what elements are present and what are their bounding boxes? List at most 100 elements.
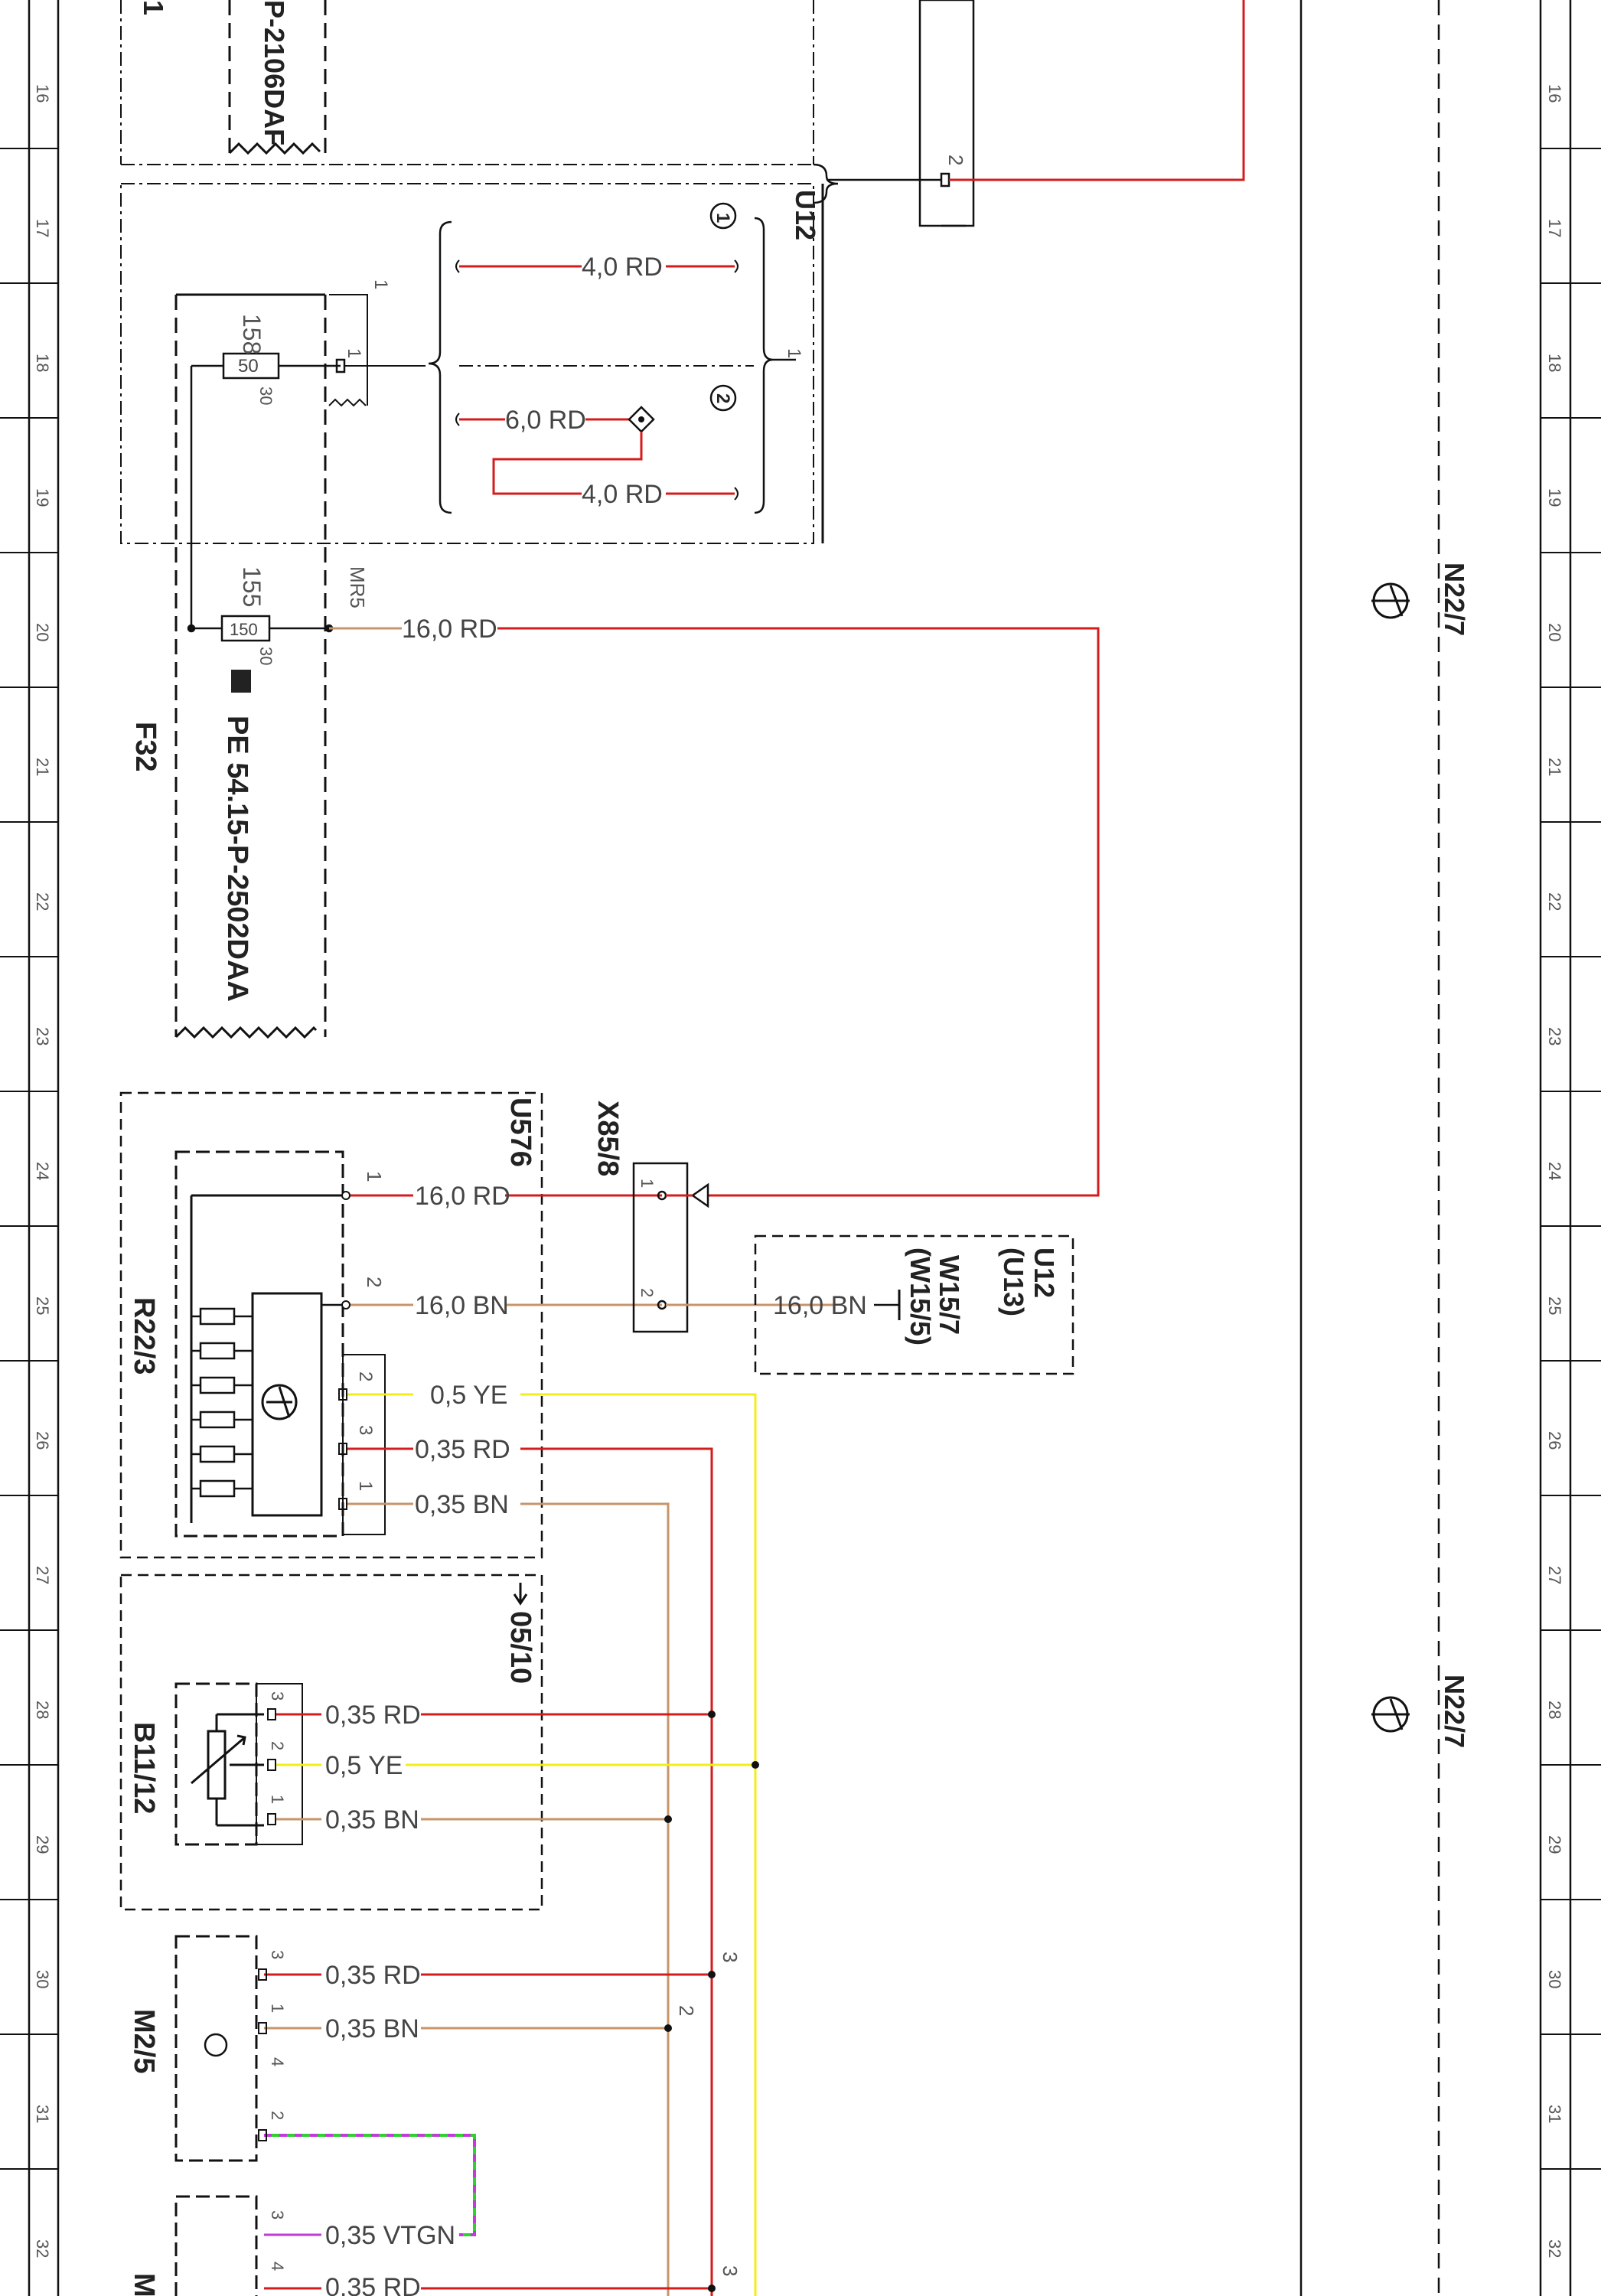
u12-brace (813, 163, 839, 204)
grid-row-label-right: 24 (1545, 1162, 1564, 1180)
b11-12-inner-box (174, 1682, 303, 1846)
u12-pin-1: 1 (784, 348, 804, 358)
u12-right-brace (754, 217, 774, 514)
top-right-connector (827, 0, 975, 227)
bottom-m-label: M (128, 2273, 160, 2296)
grid-row-label-left: 26 (33, 1431, 52, 1450)
grid-row-label-left: 16 (33, 84, 52, 103)
n22-7-symbol-top (1371, 582, 1410, 619)
hand-icon (231, 670, 251, 693)
fuse-strip-top (174, 293, 327, 1039)
main-16-0-label: 16,0 RD (402, 615, 497, 644)
grid-row-label-right: 17 (1545, 219, 1564, 237)
wire-4-0-bottom-label: 4,0 RD (582, 480, 663, 509)
top-ref-label: P-2106DAF (259, 0, 290, 145)
frame (28, 0, 1572, 2296)
grid-row-label-right: 20 (1545, 623, 1564, 641)
grid-row-label-right: 27 (1545, 1566, 1564, 1584)
svg-text:2: 2 (712, 393, 733, 403)
main-16-0-wire (329, 627, 1100, 1197)
resistor (199, 1307, 236, 1326)
grid-row-label-right: 30 (1545, 1970, 1564, 1988)
bus-2: 2 (675, 2005, 698, 2016)
u576-pin-1: 1 (363, 1171, 386, 1182)
b11-pin-2: 2 (268, 1741, 287, 1750)
x85-8-pin-2: 2 (637, 1288, 657, 1297)
circle-2: 2 (709, 384, 737, 412)
n22-7-label-top: N22/7 (1439, 563, 1470, 636)
x85-8-connector (632, 1162, 709, 1333)
u12-left-brace (428, 220, 452, 514)
m-pin-3: 3 (268, 2210, 287, 2219)
m25-pin-4: 4 (268, 2057, 287, 2066)
wire-4-0-top (455, 259, 739, 273)
fuse-50 (190, 352, 346, 631)
b11-rd-label: 0,35 RD (325, 1701, 421, 1730)
grid-row-label-right: 18 (1545, 354, 1564, 372)
wire-4-0-top-label: 4,0 RD (582, 253, 663, 282)
bus-3a: 3 (719, 1952, 742, 1962)
grid-row-label-right: 32 (1545, 2239, 1564, 2258)
vtgn-label: 0,35 VTGN (325, 2221, 455, 2250)
w15-wire-label: 16,0 BN (773, 1291, 867, 1320)
b11-bn-label: 0,35 BN (325, 1805, 419, 1835)
b11-12-wires (276, 1711, 759, 1823)
top-pin-2: 2 (944, 155, 967, 165)
grid-row-label-left: 29 (33, 1835, 52, 1854)
bus-3b: 3 (719, 2265, 742, 2276)
grid-row-label-left: 19 (33, 488, 52, 507)
m25-pin-3: 3 (268, 1950, 287, 1959)
x85-8-label: X85/8 (592, 1101, 624, 1176)
grid-row-label-right: 29 (1545, 1835, 1564, 1854)
svg-text:1: 1 (712, 213, 733, 223)
u576-label: U576 (504, 1097, 536, 1167)
x85-8-pin-1: 1 (637, 1179, 657, 1188)
grid-row-label-left: 22 (33, 892, 52, 911)
circle-1: 1 (709, 202, 737, 230)
m25-pin-2: 2 (268, 2111, 287, 2120)
resistor (199, 1445, 236, 1463)
top-right-red-wire (949, 0, 1245, 181)
n22-7-symbol-bottom (1371, 1696, 1410, 1733)
resistor (199, 1376, 236, 1394)
top-pin-1: 1 (370, 279, 391, 289)
u576-pin-marks (338, 1388, 347, 1510)
grid-row-label-left: 27 (33, 1566, 52, 1584)
u576-box (119, 1091, 543, 1559)
ref-05-10-label: 05/10 (504, 1611, 536, 1684)
grid-row-label-left: 18 (33, 354, 52, 372)
b11-12-outer-box (119, 1574, 543, 1911)
f32-label: F32 (129, 722, 161, 771)
m25-pin-1: 1 (268, 2004, 287, 2013)
n22-7-label-bottom: N22/7 (1439, 1675, 1470, 1748)
b11-ye-label: 0,5 YE (325, 1751, 403, 1780)
r22-3-transistor (261, 1384, 298, 1420)
top-fuse-bracket (228, 0, 327, 155)
resistor (199, 1411, 236, 1429)
m2-5-label: M2/5 (128, 2009, 160, 2073)
grid-row-label-left: 20 (33, 623, 52, 641)
pin-rd-3: 3 (355, 1425, 376, 1435)
b11-pin-marks (267, 1708, 276, 1825)
fuse-ref-label: PE 54.15-P-2502DAA (221, 716, 253, 1002)
u12-label: U12 (790, 190, 821, 240)
bottom-m-box (174, 2195, 258, 2296)
bottom-rd-label: 0,35 RD (325, 2273, 421, 2296)
grid-row-label-left: 21 (33, 758, 52, 776)
grid-ticks (0, 148, 1601, 2170)
grid-row-label-left: 24 (33, 1162, 52, 1180)
rd-a-label: 0,35 RD (415, 1435, 510, 1464)
m25-rd-label: 0,35 RD (325, 1961, 421, 1990)
top-dashdot-box (120, 0, 814, 165)
u576-wire-1-label: 16,0 RD (415, 1182, 510, 1211)
u576-wire-2-label: 16,0 BN (415, 1291, 509, 1320)
grid-row-label-right: 19 (1545, 488, 1564, 507)
wire-6-0-label: 6,0 RD (505, 406, 586, 435)
grid-row-label-left: 23 (33, 1027, 52, 1045)
wire-6-0 (455, 406, 739, 501)
grid-row-label-right: 26 (1545, 1431, 1564, 1450)
grid-row-label-right: 22 (1545, 892, 1564, 911)
grid-row-label-right: 28 (1545, 1701, 1564, 1719)
bn-a-label: 0,35 BN (415, 1490, 509, 1519)
